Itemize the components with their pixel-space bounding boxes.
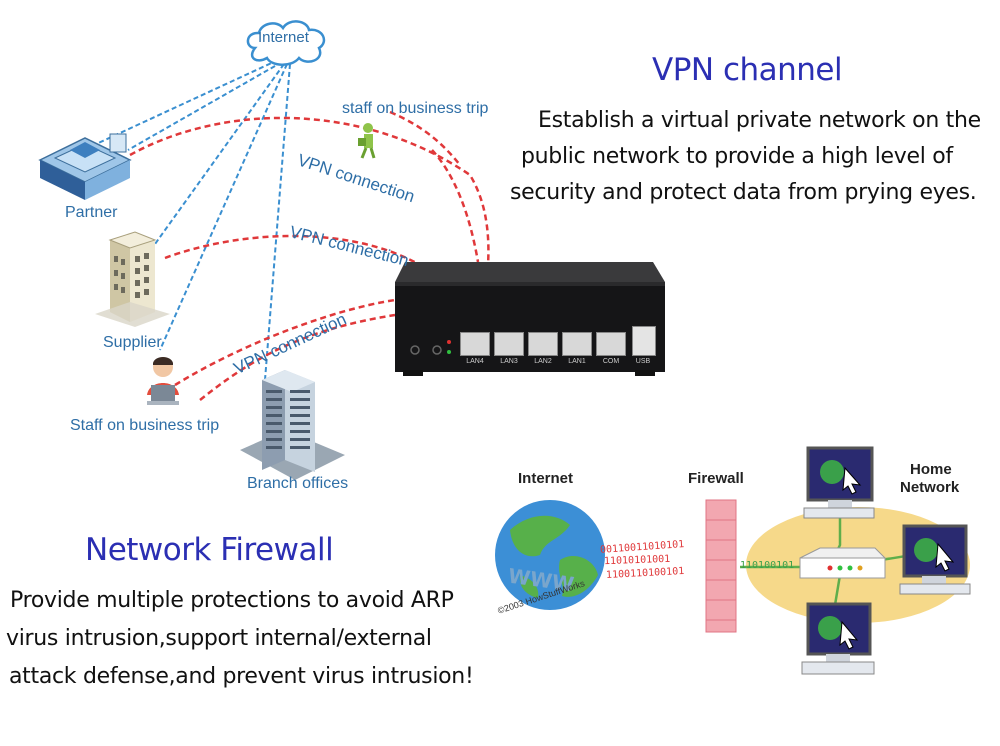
home-firewall-label: Firewall [688, 470, 744, 487]
port-lan2[interactable] [528, 332, 558, 356]
port-label-lan4: LAN4 [466, 358, 484, 365]
port-label-com: COM [602, 358, 620, 365]
partner-building-icon [38, 133, 132, 200]
firewall-desc-line-3: attack defense,and prevent virus intrusi… [9, 664, 474, 689]
internet-cloud-icon [246, 20, 326, 66]
home-internet-label: Internet [518, 470, 574, 487]
monitor-bottom-icon [801, 602, 875, 675]
router-icon [799, 547, 887, 579]
firewall-desc-line-2: virus intrusion,support internal/externa… [6, 626, 432, 651]
branch-building-icon [240, 370, 345, 480]
vpn-desc-line-3: security and protect data from prying ey… [510, 180, 977, 205]
supplier-label: Supplier [103, 334, 162, 351]
globe-icon [495, 500, 605, 610]
vpn-channel-title: VPN channel [652, 52, 843, 88]
port-lan3[interactable] [494, 332, 524, 356]
partner-label: Partner [65, 204, 118, 221]
port-com[interactable] [596, 332, 626, 356]
staff-trip-label: Staff on business trip [70, 417, 220, 434]
port-label-lan3: LAN3 [500, 358, 518, 365]
staff-top-label: staff on business trip [342, 100, 489, 117]
monitor-right-icon [899, 524, 971, 595]
firewall-tower-icon [705, 499, 737, 633]
home-network-label-2: Network [900, 479, 960, 496]
binary-red-2: 11010101001 [603, 553, 671, 568]
port-label-usb: USB [635, 358, 651, 365]
internet-cloud-label: Internet [258, 29, 309, 46]
staff-walking-icon [358, 123, 376, 159]
port-lan4[interactable] [460, 332, 490, 356]
binary-green-1: 110100101 [740, 560, 795, 571]
port-lan1[interactable] [562, 332, 592, 356]
port-usb[interactable] [632, 326, 656, 356]
vpn-desc-line-1: Establish a virtual private network on t… [538, 108, 981, 133]
firewall-title: Network Firewall [85, 532, 334, 568]
firewall-desc-line-1: Provide multiple protections to avoid AR… [10, 588, 454, 613]
vpn-desc-line-2: public network to provide a high level o… [521, 144, 953, 169]
home-network-label-1: Home [910, 461, 952, 478]
port-label-lan2: LAN2 [534, 358, 552, 365]
branch-offices-label: Branch offices [247, 475, 349, 492]
supplier-building-icon [95, 231, 170, 327]
port-label-lan1: LAN1 [568, 358, 586, 365]
monitor-top-icon [803, 446, 875, 519]
staff-laptop-icon [147, 357, 179, 405]
firewall-appliance [395, 262, 665, 376]
vpn-arcs [129, 110, 490, 401]
